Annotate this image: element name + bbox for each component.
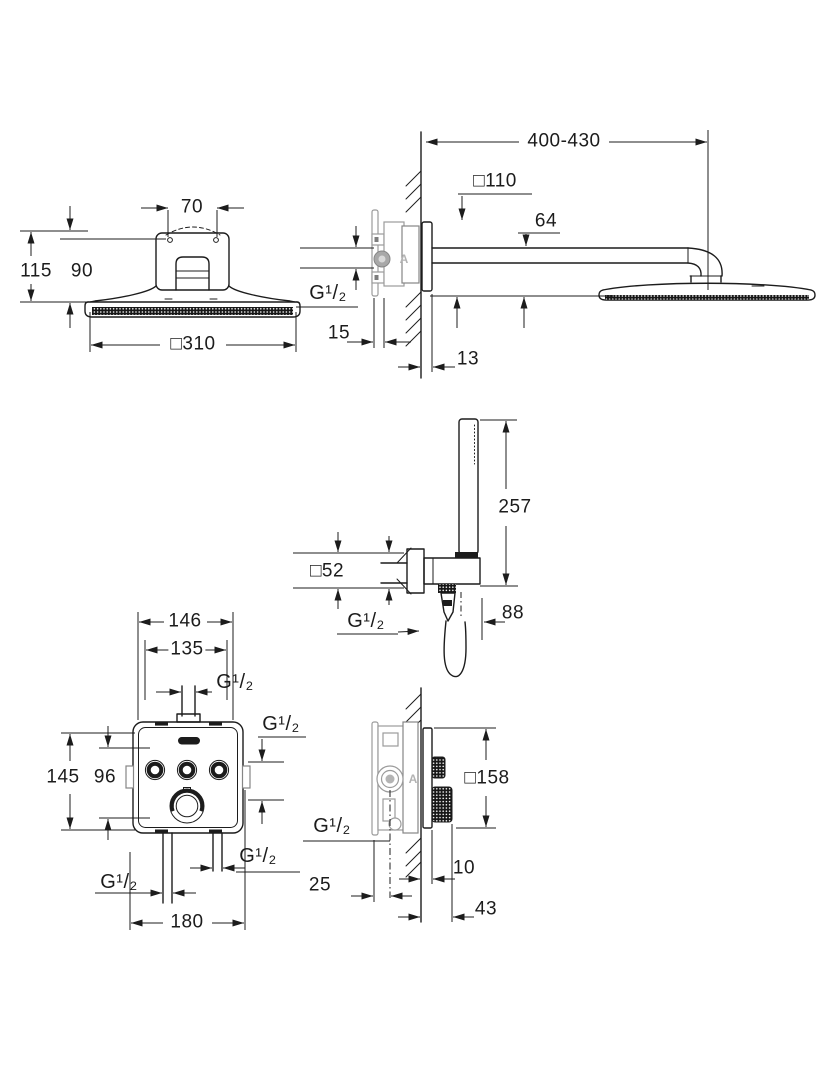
dim-arm-wall-plate-size: □110 — [473, 170, 517, 192]
dim-trim-thread-right: G¹/₂ — [262, 713, 300, 735]
dim-holder-thread: G¹/₂ — [347, 610, 385, 632]
dim-holder-plate-size: □52 — [309, 560, 345, 582]
dim-trim-thread-bottom-left: G¹/₂ — [100, 871, 138, 893]
dim-side-thread: G¹/₂ — [313, 815, 351, 837]
dim-trim-height-inner: 96 — [93, 766, 117, 788]
figure-head-shower-front — [20, 204, 301, 352]
dim-trim-width-lower: 180 — [168, 911, 206, 933]
dim-trim-width-inner: 135 — [168, 638, 206, 660]
dim-side-valve-center-depth: 25 — [308, 874, 332, 896]
dim-side-plate-depth: 10 — [452, 857, 476, 879]
dim-head-size: □310 — [168, 333, 218, 355]
dim-trim-thread-bottom-right: G¹/₂ — [239, 845, 277, 867]
figure-head-shower-side — [296, 130, 816, 379]
dim-arm-hole-spacing: 70 — [180, 196, 204, 218]
dim-holder-projection: 88 — [501, 602, 525, 624]
rough-in-marker-a-bottom: A — [408, 772, 418, 786]
figure-thermostat-front — [61, 612, 306, 930]
dim-side-plate-size: □158 — [462, 767, 512, 789]
dim-trim-thread-top: G¹/₂ — [216, 671, 254, 693]
dim-arm-thread: G¹/₂ — [309, 282, 347, 304]
figure-hand-shower — [293, 418, 518, 678]
dim-arm-plate-depth: 13 — [456, 348, 480, 370]
dim-side-knob-projection: 43 — [474, 898, 498, 920]
dim-hand-shower-length: 257 — [496, 496, 534, 518]
dim-trim-width-upper: 146 — [166, 610, 204, 632]
figure-thermostat-side — [303, 687, 496, 923]
dim-head-height-total: 115 — [18, 260, 54, 282]
rough-in-marker-a-top: A — [399, 252, 409, 266]
dim-arm-projection: 400-430 — [525, 130, 603, 152]
dim-arm-drop: 64 — [534, 210, 558, 232]
dim-head-height-body: 90 — [70, 260, 94, 282]
dim-trim-height-outer: 145 — [44, 766, 82, 788]
dim-rough-in-depth: 15 — [327, 322, 351, 344]
